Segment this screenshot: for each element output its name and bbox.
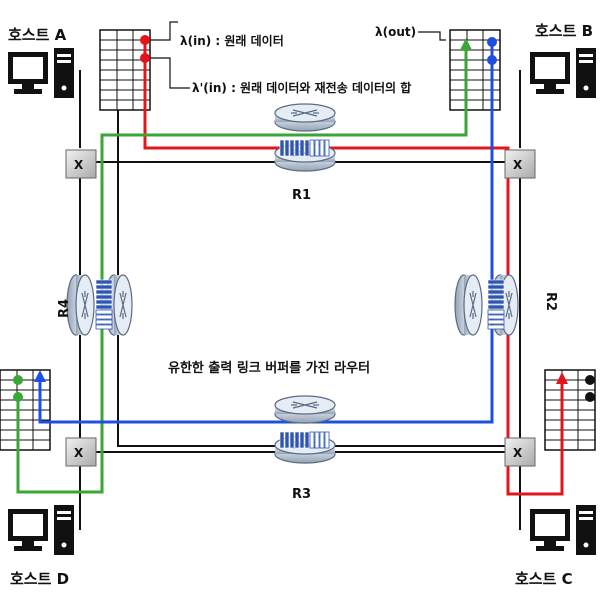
computer-icon	[8, 505, 74, 555]
black-dot-icon	[585, 375, 595, 385]
host-b[interactable]	[530, 48, 596, 98]
blue-flow	[38, 42, 494, 424]
router-r4[interactable]	[66, 274, 133, 336]
annotation-leaders	[150, 21, 446, 89]
host-a[interactable]	[8, 48, 74, 98]
annotation-lambda-out: λ(out)	[375, 25, 416, 39]
host-c-label: 호스트 C	[515, 570, 573, 588]
host-d[interactable]	[8, 505, 74, 555]
red-dot-icon	[140, 35, 150, 45]
annotation-lambda-in: λ(in) : 원래 데이터	[180, 33, 284, 48]
router-icon	[454, 274, 483, 336]
router-r3-label: R3	[292, 487, 311, 502]
computer-icon	[8, 48, 74, 98]
router-icon	[274, 103, 336, 132]
black-dot-icon	[585, 392, 595, 402]
router-r1[interactable]	[274, 103, 336, 172]
host-b-label: 호스트 B	[535, 22, 593, 40]
red-dot-icon	[140, 53, 150, 63]
router-r1-label: R1	[292, 188, 311, 203]
svg-text:X: X	[513, 446, 523, 460]
host-d-label: 호스트 D	[10, 570, 69, 588]
svg-text:X: X	[74, 158, 84, 172]
blue-dot-icon	[487, 55, 497, 65]
switch-top-right[interactable]: X	[504, 149, 536, 179]
router-r3[interactable]	[274, 395, 336, 464]
green-arrow-icon	[460, 38, 472, 50]
router-r2-label: R2	[543, 292, 558, 311]
router-icon	[274, 395, 336, 424]
computer-icon	[530, 48, 596, 98]
blue-arrow-icon	[34, 370, 46, 382]
svg-text:X: X	[513, 158, 523, 172]
red-arrow-icon	[556, 372, 568, 384]
switch-bottom-left[interactable]: X	[65, 437, 97, 467]
svg-text:X: X	[74, 446, 84, 460]
computer-icon	[530, 505, 596, 555]
center-caption: 유한한 출력 링크 버퍼를 가진 라우터	[168, 360, 370, 376]
switch-bottom-right[interactable]: X	[504, 437, 536, 467]
green-dot-icon	[13, 392, 23, 402]
green-flow	[16, 48, 468, 494]
router-r4-label: R4	[57, 299, 72, 318]
switch-top-left[interactable]: X	[65, 149, 97, 179]
host-a-label: 호스트 A	[8, 26, 67, 44]
annotation-lambda-in-prime: λ'(in) : 원래 데이터와 재전송 데이터의 합	[192, 80, 411, 95]
host-c[interactable]	[530, 505, 596, 555]
router-r2[interactable]	[454, 274, 519, 336]
blue-dot-icon	[487, 37, 497, 47]
green-dot-icon	[13, 375, 23, 385]
